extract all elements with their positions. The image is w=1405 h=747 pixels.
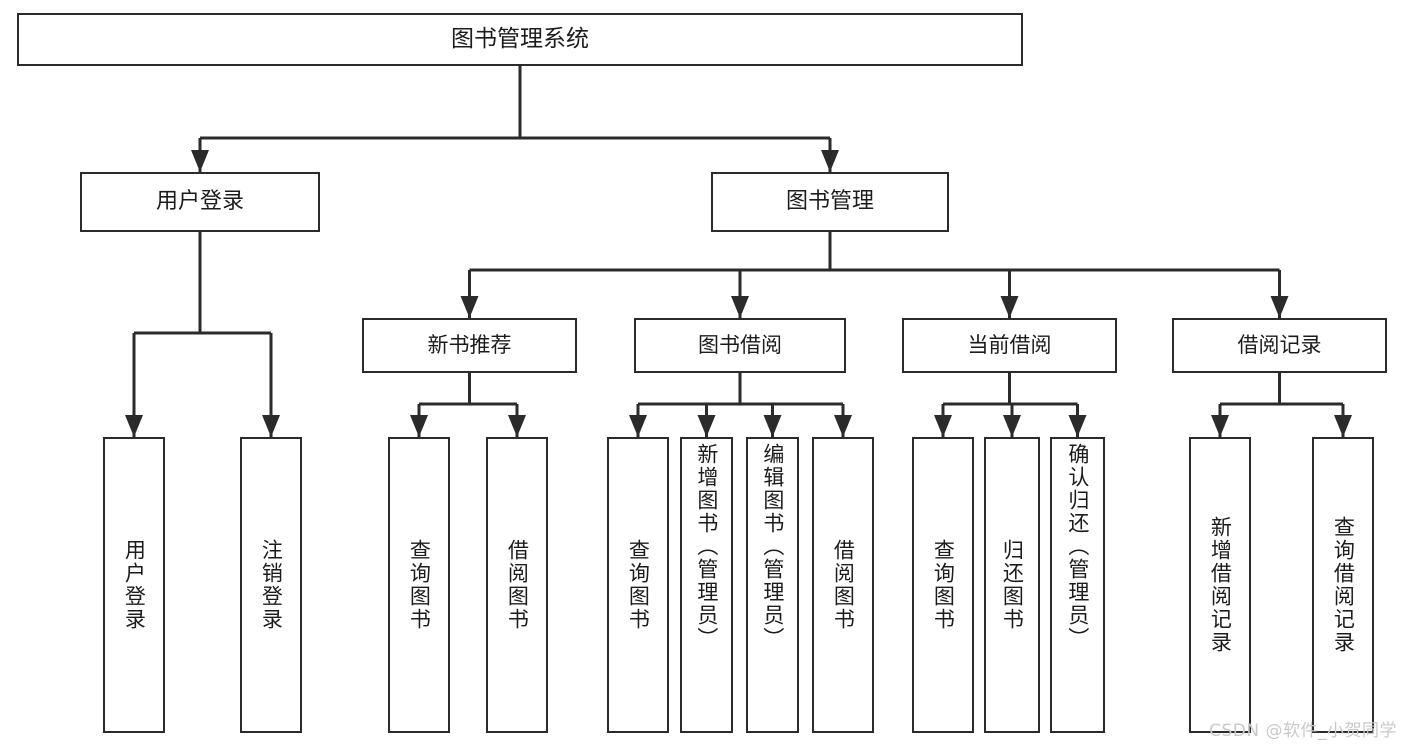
node-leaf-add-book[interactable]: 新增图书（管理员） <box>680 437 733 733</box>
node-new-book-rec[interactable]: 新书推荐 <box>362 318 577 373</box>
node-leaf-query-book-3[interactable]: 查询图书 <box>912 437 974 733</box>
arrowhead-icon-leaf-logout <box>262 415 280 437</box>
arrowhead-icon-user-login <box>191 150 209 172</box>
arrowhead-icon-leaf-query-book-2 <box>629 415 647 437</box>
node-borrow-record[interactable]: 借阅记录 <box>1172 318 1387 373</box>
node-label-new-book-rec: 新书推荐 <box>427 333 512 358</box>
node-leaf-query-book-1[interactable]: 查询图书 <box>388 437 450 733</box>
node-label-leaf-logout: 注销登录 <box>259 539 284 631</box>
arrowhead-icon-new-book-rec <box>460 296 479 318</box>
node-book-manage[interactable]: 图书管理 <box>711 172 949 232</box>
node-leaf-logout[interactable]: 注销登录 <box>240 437 302 733</box>
node-leaf-return-book[interactable]: 归还图书 <box>984 437 1040 733</box>
node-label-borrow-record: 借阅记录 <box>1237 333 1322 358</box>
node-leaf-query-record[interactable]: 查询借阅记录 <box>1312 437 1374 733</box>
node-user-login[interactable]: 用户登录 <box>80 172 320 232</box>
arrowhead-icon-current-borrow <box>1000 296 1019 318</box>
node-label-leaf-query-book-2: 查询图书 <box>626 539 651 631</box>
node-leaf-add-record[interactable]: 新增借阅记录 <box>1189 437 1251 733</box>
node-label-leaf-query-record: 查询借阅记录 <box>1331 516 1356 654</box>
watermark-text: CSDN @软件_小贺同学 <box>1209 721 1397 741</box>
arrowhead-icon-leaf-add-record <box>1211 415 1229 437</box>
node-label-leaf-query-book-3: 查询图书 <box>931 539 956 631</box>
node-root[interactable]: 图书管理系统 <box>17 13 1023 66</box>
arrowhead-icon-leaf-confirm-return <box>1068 415 1087 437</box>
node-label-leaf-return-book: 归还图书 <box>1000 539 1025 631</box>
arrowhead-icon-leaf-add-book <box>697 415 716 437</box>
node-leaf-edit-book[interactable]: 编辑图书（管理员） <box>746 437 799 733</box>
node-label-leaf-user-login: 用户登录 <box>122 539 147 631</box>
arrowhead-icon-leaf-return-book <box>1003 415 1021 437</box>
arrowhead-icon-borrow-record <box>1270 296 1289 318</box>
node-label-leaf-edit-book: 编辑图书（管理员） <box>760 443 785 650</box>
node-label-leaf-query-book-1: 查询图书 <box>407 539 432 631</box>
node-label-leaf-borrow-book-1: 借阅图书 <box>505 539 530 631</box>
node-leaf-borrow-book-1[interactable]: 借阅图书 <box>486 437 548 733</box>
node-leaf-borrow-book-2[interactable]: 借阅图书 <box>812 437 874 733</box>
arrowhead-icon-leaf-user-login <box>125 415 143 437</box>
node-label-book-manage: 图书管理 <box>785 189 874 215</box>
node-label-leaf-borrow-book-2: 借阅图书 <box>831 539 856 631</box>
arrowhead-icon-book-borrow <box>731 296 749 318</box>
node-label-book-borrow: 图书借阅 <box>698 333 782 358</box>
node-label-root: 图书管理系统 <box>451 25 589 52</box>
arrowhead-icon-leaf-borrow-book-1 <box>508 415 526 437</box>
node-label-user-login: 用户登录 <box>155 189 244 215</box>
arrowhead-icon-leaf-borrow-book-2 <box>834 415 852 437</box>
arrowhead-icon-leaf-query-book-1 <box>410 415 428 437</box>
node-label-leaf-confirm-return: 确认归还（管理员） <box>1065 443 1090 650</box>
arrowhead-icon-leaf-edit-book <box>763 415 782 437</box>
node-label-leaf-add-book: 新增图书（管理员） <box>694 443 719 650</box>
node-leaf-user-login[interactable]: 用户登录 <box>103 437 165 733</box>
node-book-borrow[interactable]: 图书借阅 <box>634 318 846 373</box>
arrowhead-icon-leaf-query-book-3 <box>934 415 952 437</box>
arrowhead-icon-leaf-query-record <box>1334 415 1352 437</box>
node-leaf-query-book-2[interactable]: 查询图书 <box>607 437 669 733</box>
node-current-borrow[interactable]: 当前借阅 <box>902 318 1117 373</box>
arrowhead-icon-book-manage <box>821 150 839 172</box>
node-label-current-borrow: 当前借阅 <box>967 333 1052 358</box>
node-leaf-confirm-return[interactable]: 确认归还（管理员） <box>1050 437 1105 733</box>
node-label-leaf-add-record: 新增借阅记录 <box>1208 516 1233 654</box>
